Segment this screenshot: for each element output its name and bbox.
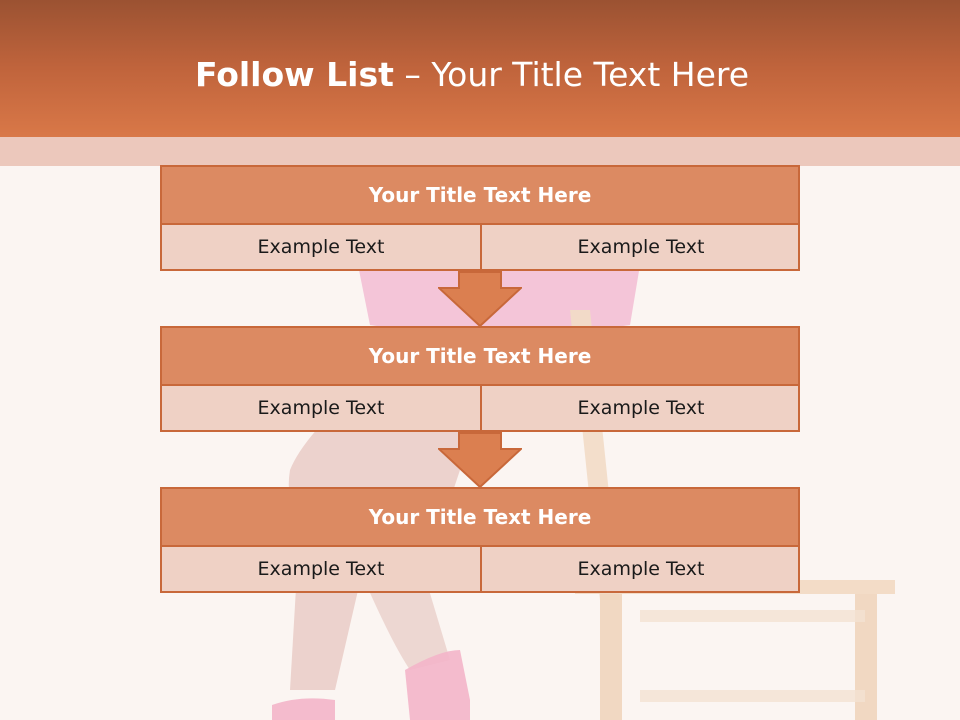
list-block-3: Your Title Text Here Example Text Exampl… — [160, 487, 800, 593]
block-cell-left: Example Text — [162, 386, 482, 430]
title-bar — [0, 0, 960, 137]
title-bar-strip — [0, 137, 960, 166]
list-block-2: Your Title Text Here Example Text Exampl… — [160, 326, 800, 432]
block-title: Your Title Text Here — [162, 167, 798, 225]
block-title: Your Title Text Here — [162, 328, 798, 386]
slide-title-rest: – Your Title Text Here — [393, 55, 750, 94]
block-title: Your Title Text Here — [162, 489, 798, 547]
down-arrow-icon — [438, 432, 522, 488]
block-cell-right: Example Text — [577, 236, 705, 258]
slide-title: Follow List – Your Title Text Here — [0, 52, 944, 98]
slide-title-bold: Follow List — [194, 55, 394, 94]
list-block-1: Your Title Text Here Example Text Exampl… — [160, 165, 800, 271]
block-cell-left: Example Text — [162, 225, 482, 269]
down-arrow-icon — [438, 271, 522, 327]
block-cell-right: Example Text — [577, 397, 705, 419]
block-cell-right: Example Text — [577, 558, 705, 580]
block-cell-left: Example Text — [162, 547, 482, 591]
